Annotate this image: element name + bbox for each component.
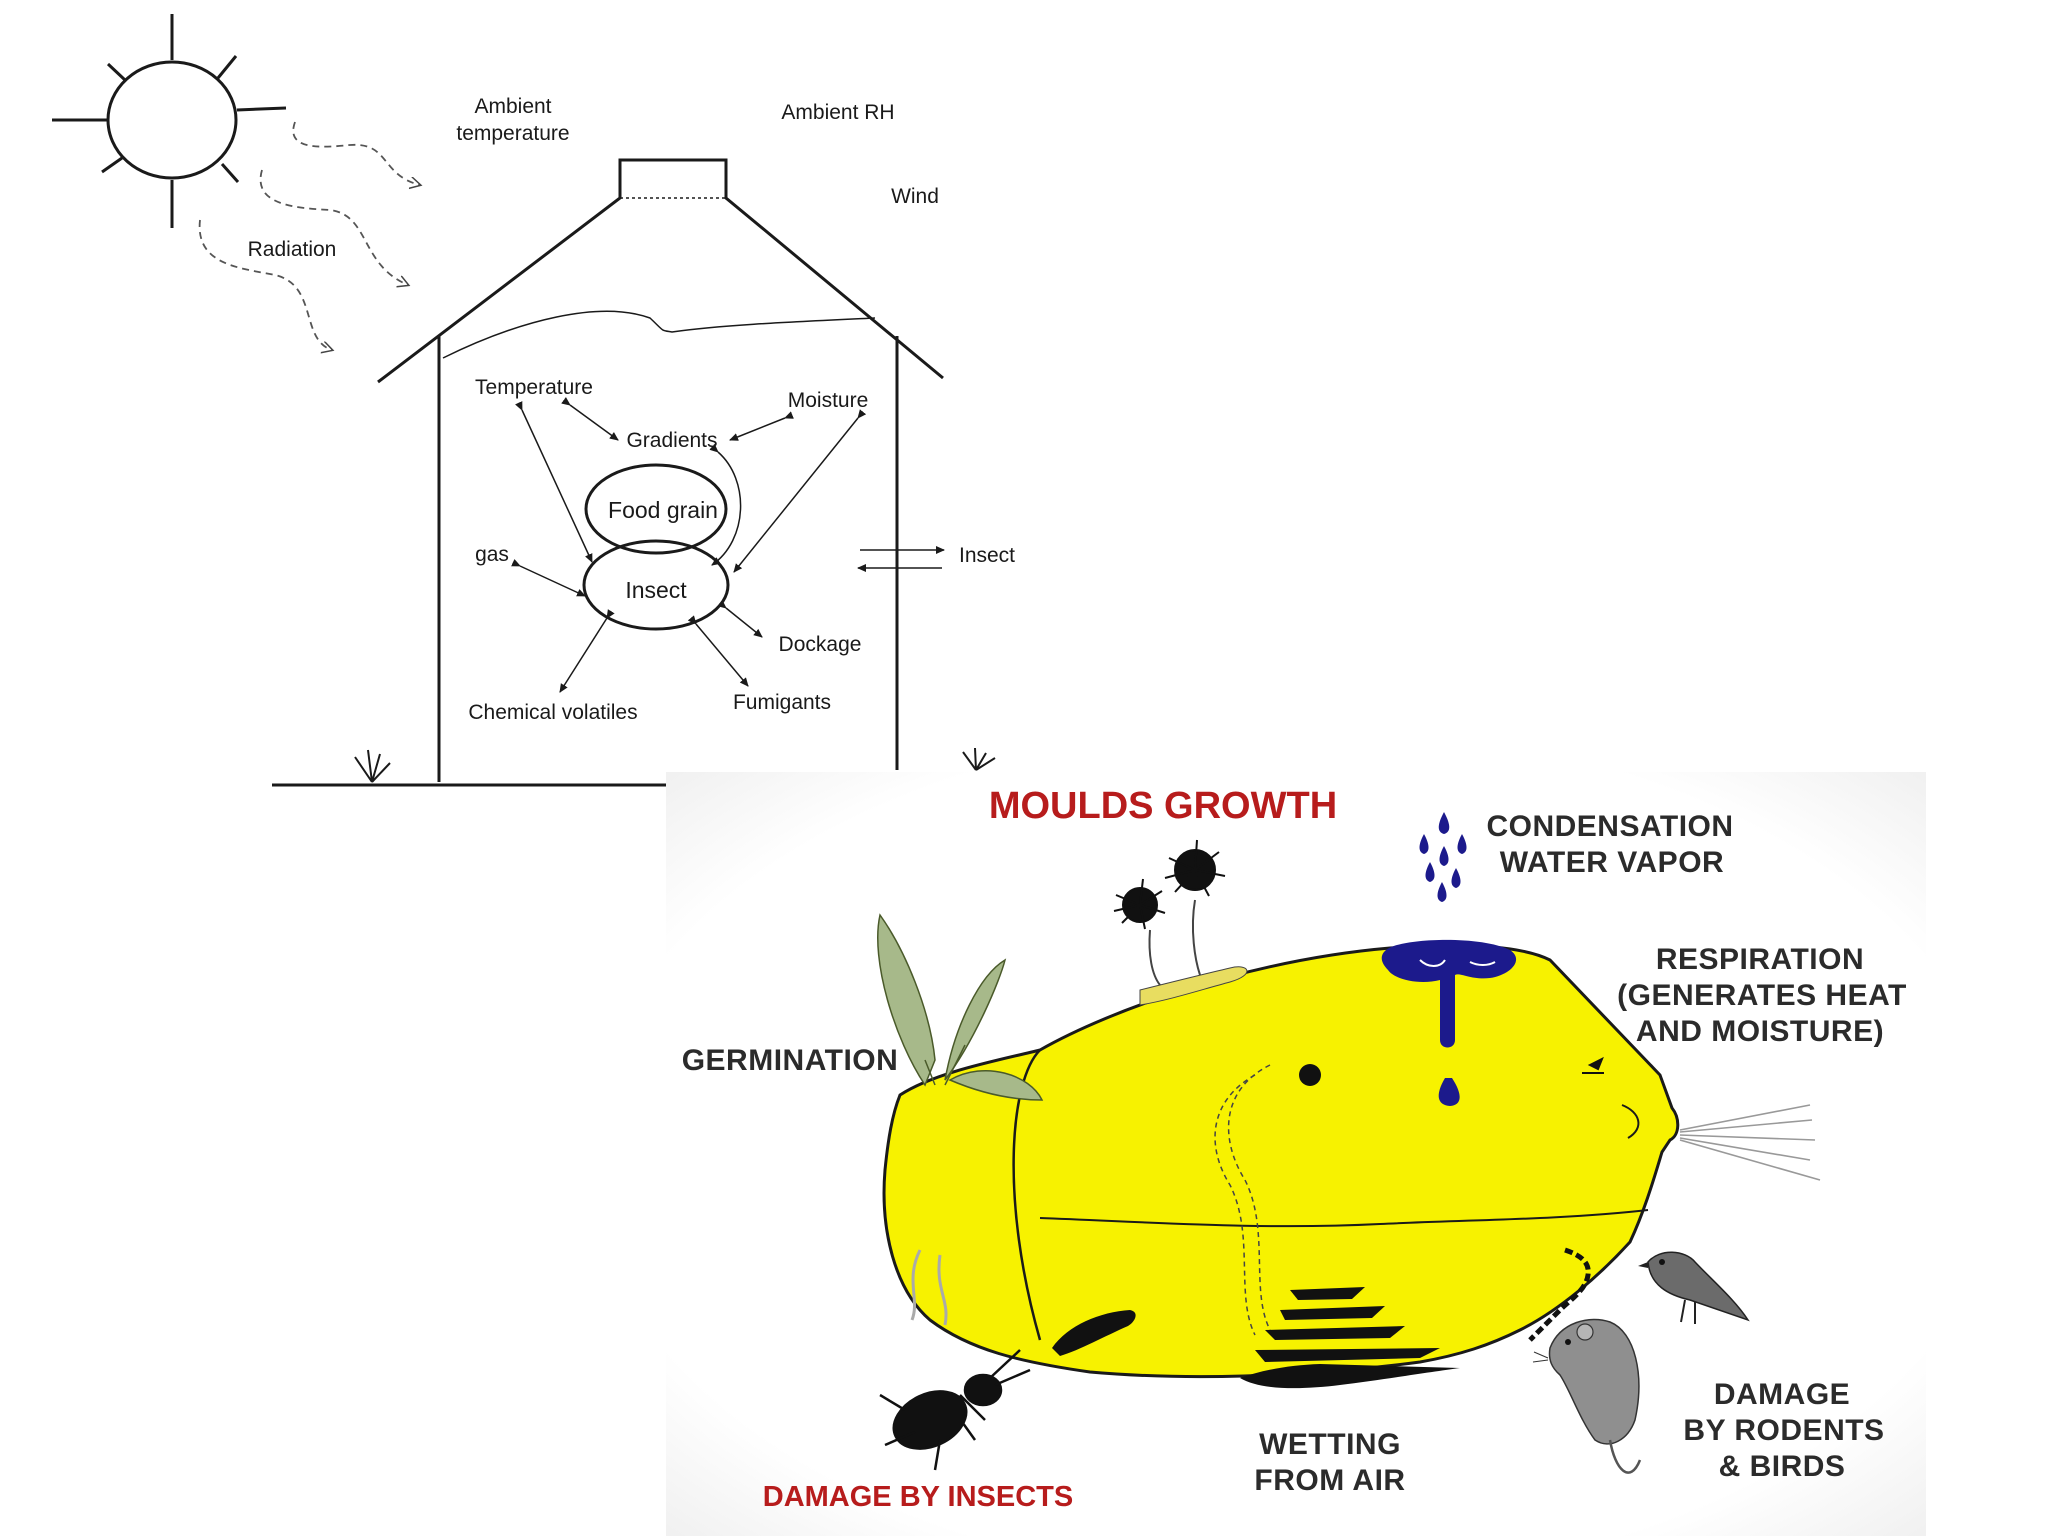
respiration-label-2: (GENERATES HEAT (1617, 979, 1907, 1012)
ambient-temperature-label-1: Ambient (474, 95, 551, 118)
insect-outside-label: Insect (959, 544, 1015, 567)
condensation-label-2: WATER VAPOR (1500, 846, 1724, 879)
mould-growth-icon (1113, 839, 1248, 1006)
dockage-label: Dockage (779, 633, 862, 656)
insect-label: Insect (625, 577, 687, 603)
crease-line (1039, 1209, 1649, 1228)
interaction-arrows (511, 397, 945, 693)
insect-hole (1299, 1064, 1321, 1086)
respiration-label-3: AND MOISTURE) (1636, 1015, 1884, 1048)
silo-building (272, 158, 944, 787)
germ-boundary (1012, 1049, 1042, 1341)
wetting-patch (1240, 1287, 1460, 1389)
grain-deterioration-diagram: MOULDS GROWTH CONDENSATION WATER VAPOR R… (666, 772, 1926, 1536)
moulds-growth-label: MOULDS GROWTH (989, 785, 1337, 827)
damage-insects-label: DAMAGE BY INSECTS (763, 1481, 1073, 1513)
food-grain-label: Food grain (608, 497, 718, 523)
gas-label: gas (475, 543, 509, 566)
bird-icon (1638, 1251, 1750, 1324)
damage-rodents-label-2: BY RODENTS (1683, 1414, 1884, 1447)
chemical-volatiles-label: Chemical volatiles (468, 701, 637, 724)
water-drop-icon (1381, 939, 1517, 1106)
germination-sprout-icon (877, 913, 1044, 1326)
temperature-label: Temperature (475, 376, 593, 399)
beetle-icon (879, 1349, 1031, 1471)
germination-label: GERMINATION (682, 1044, 899, 1077)
radiation-label: Radiation (248, 238, 337, 261)
condensation-drops-icon (1419, 812, 1467, 902)
wetting-label-2: FROM AIR (1254, 1464, 1405, 1497)
wetting-label-1: WETTING (1259, 1428, 1401, 1461)
damage-rodents-label-1: DAMAGE (1714, 1378, 1850, 1411)
damage-rodents-label-3: & BIRDS (1719, 1450, 1846, 1483)
condensation-label-1: CONDENSATION (1486, 810, 1733, 843)
wind-label: Wind (891, 185, 939, 208)
moisture-label: Moisture (788, 389, 869, 412)
gradients-label: Gradients (626, 429, 717, 452)
larva-icon (1052, 1310, 1136, 1356)
grass-tuft-icon (354, 747, 996, 783)
respiration-rays (1679, 1104, 1821, 1181)
embryo-path (1227, 1064, 1271, 1331)
rat-icon (1532, 1318, 1642, 1474)
radiation-arrows (198, 121, 420, 350)
fumigants-label: Fumigants (733, 691, 831, 714)
ambient-rh-label: Ambient RH (781, 101, 894, 124)
ambient-temperature-label-2: temperature (456, 122, 569, 145)
sun-icon (52, 14, 287, 228)
respiration-label-1: RESPIRATION (1656, 943, 1864, 976)
silo-diagram: Ambient temperature Ambient RH Wind Radi… (52, 14, 1015, 787)
